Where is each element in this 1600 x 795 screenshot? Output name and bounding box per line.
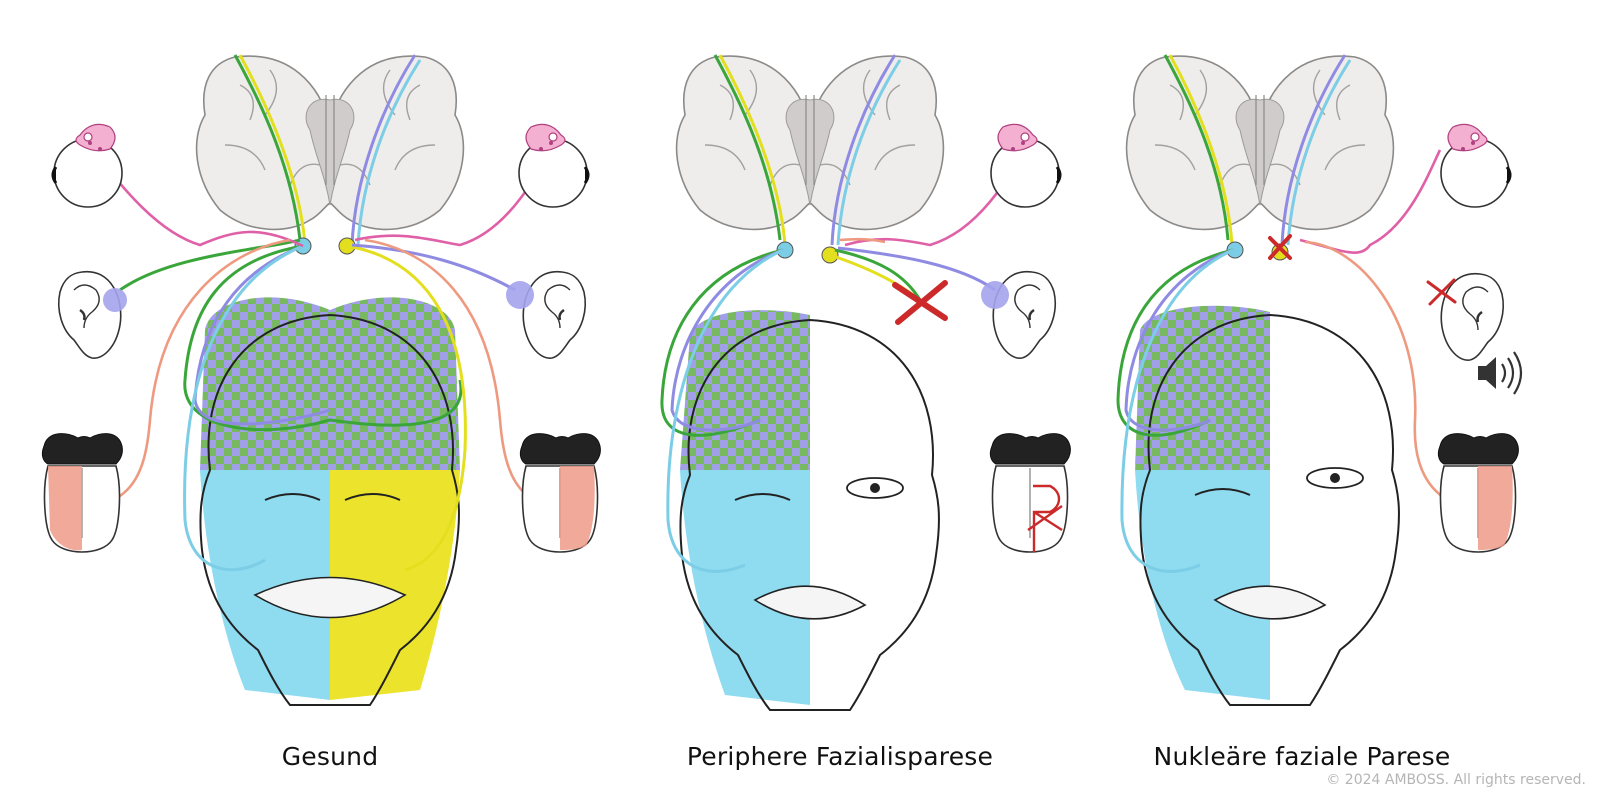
panel-label-peripheral: Periphere Fazialisparese bbox=[686, 742, 994, 771]
copyright-notice: © 2024 AMBOSS. All rights reserved. bbox=[1326, 772, 1586, 788]
brain-icon bbox=[675, 55, 945, 231]
speaker-icon bbox=[1478, 351, 1523, 395]
lower-face-yellow-fill bbox=[330, 470, 460, 700]
forehead-checker-fill bbox=[200, 297, 460, 470]
ear-icon bbox=[57, 270, 122, 360]
lesion-x-icon bbox=[892, 280, 948, 325]
forehead-checker-fill bbox=[680, 310, 810, 470]
panel-label-healthy: Gesund bbox=[281, 742, 379, 771]
lower-face-blue-fill bbox=[200, 470, 330, 700]
eye-icon bbox=[1439, 122, 1512, 209]
ear-icon bbox=[1440, 272, 1505, 362]
mouth-drooping bbox=[753, 585, 867, 620]
eye-icon bbox=[989, 122, 1062, 209]
ear-icon bbox=[522, 270, 587, 360]
lower-face-blue-fill bbox=[1135, 470, 1270, 700]
mouth-drooping bbox=[1213, 585, 1327, 620]
panel-peripheral bbox=[660, 54, 1072, 711]
eye-icon bbox=[517, 122, 590, 209]
lower-face-blue-fill bbox=[680, 470, 810, 705]
eye-icon bbox=[51, 122, 124, 209]
panel-healthy bbox=[41, 54, 602, 706]
lesion-x-icon bbox=[1268, 234, 1292, 260]
mouth-smile bbox=[253, 576, 407, 619]
brain-icon bbox=[195, 55, 465, 231]
lesion-x-icon bbox=[1426, 278, 1457, 306]
taste-loss-mark bbox=[1027, 484, 1063, 552]
eyes-closed bbox=[264, 493, 401, 501]
brain-icon bbox=[1125, 55, 1395, 231]
panel-nuclear bbox=[1116, 54, 1523, 706]
panel-label-nuclear: Nukleäre faziale Parese bbox=[1153, 742, 1451, 771]
